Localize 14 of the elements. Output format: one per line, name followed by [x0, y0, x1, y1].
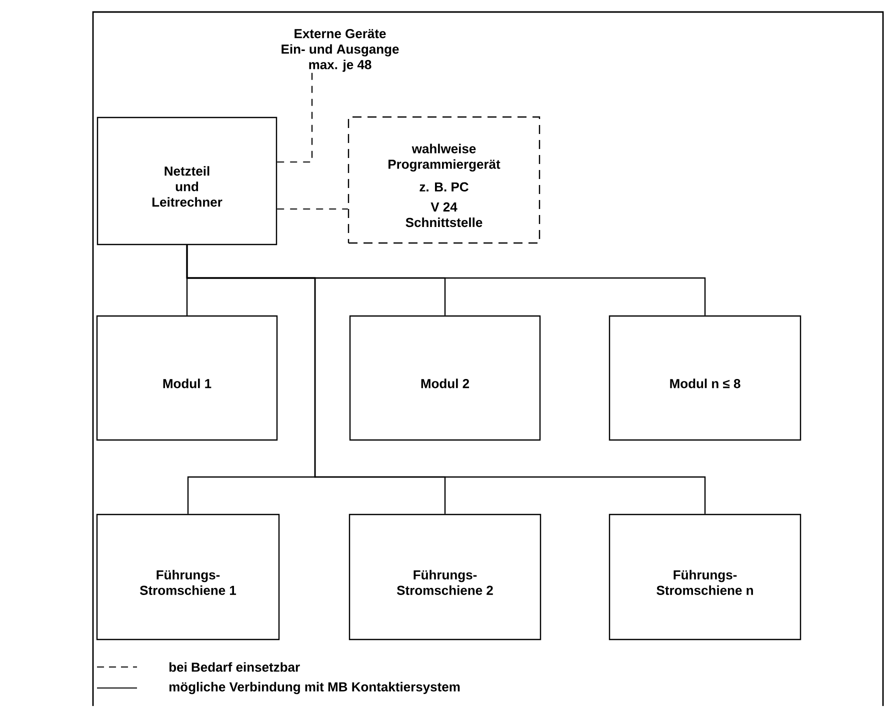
annotation-text: Externe Geräte Ein- und Ausgange max. je 48	[282, 29, 399, 72]
connector-line	[186, 245, 706, 514]
legend-text: bei Bedarf einsetzbar	[169, 662, 300, 672]
module-box: Modul n ≤ 8	[608, 315, 802, 441]
legend-text: mögliche Verbindung mit MB Kontaktiersystem	[169, 682, 460, 694]
module-box: Modul 2	[349, 315, 541, 441]
module-box: Modul 1	[96, 315, 278, 441]
connector-line	[277, 208, 348, 210]
dashed-box: wahlweise Programmiergerät z. B. PC V 24 Schnittstelle	[348, 116, 540, 244]
connector-line	[277, 72, 313, 163]
busbar-box: Führungs-Stromschiene 1	[96, 514, 280, 640]
busbar-box: Führungs-Stromschiene n	[608, 514, 802, 640]
busbar-box: Führungs-Stromschiene 2	[348, 514, 542, 640]
process-box: Netzteil und Leitrechner	[96, 116, 278, 246]
